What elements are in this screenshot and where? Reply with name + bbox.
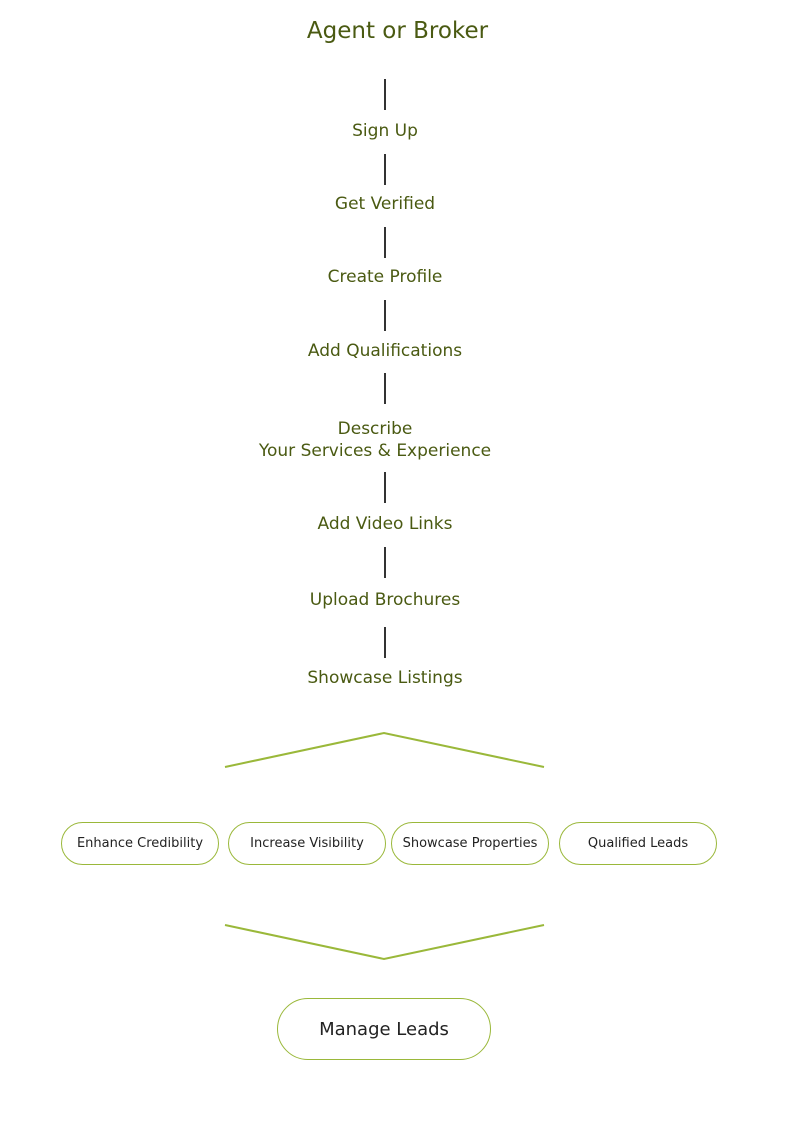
outcome-increase-visibility: Increase Visibility	[228, 822, 386, 865]
connector-line	[384, 547, 386, 578]
connector-line	[384, 154, 386, 185]
merge-connector	[224, 924, 545, 961]
split-connector	[224, 731, 545, 768]
step-describe-services: Describe Your Services & Experience	[0, 418, 750, 462]
outcome-enhance-credibility: Enhance Credibility	[61, 822, 219, 865]
step-get-verified: Get Verified	[334, 194, 436, 214]
final-manage-leads: Manage Leads	[277, 998, 491, 1060]
step-create-profile: Create Profile	[327, 267, 443, 287]
step-upload-brochures: Upload Brochures	[309, 590, 461, 610]
step-add-qualifications: Add Qualifications	[307, 341, 463, 361]
connector-line	[384, 373, 386, 404]
diagram-title: Agent or Broker	[306, 18, 489, 44]
connector-line	[384, 79, 386, 110]
step-add-video-links: Add Video Links	[317, 514, 453, 534]
step-sign-up: Sign Up	[352, 121, 418, 141]
connector-line	[384, 227, 386, 258]
step-describe-line1: Describe	[337, 419, 413, 439]
connector-line	[384, 300, 386, 331]
outcome-qualified-leads: Qualified Leads	[559, 822, 717, 865]
connector-line	[384, 472, 386, 503]
outcome-showcase-properties: Showcase Properties	[391, 822, 549, 865]
step-describe-line2: Your Services & Experience	[258, 441, 492, 461]
connector-line	[384, 627, 386, 658]
step-showcase-listings: Showcase Listings	[307, 668, 463, 688]
